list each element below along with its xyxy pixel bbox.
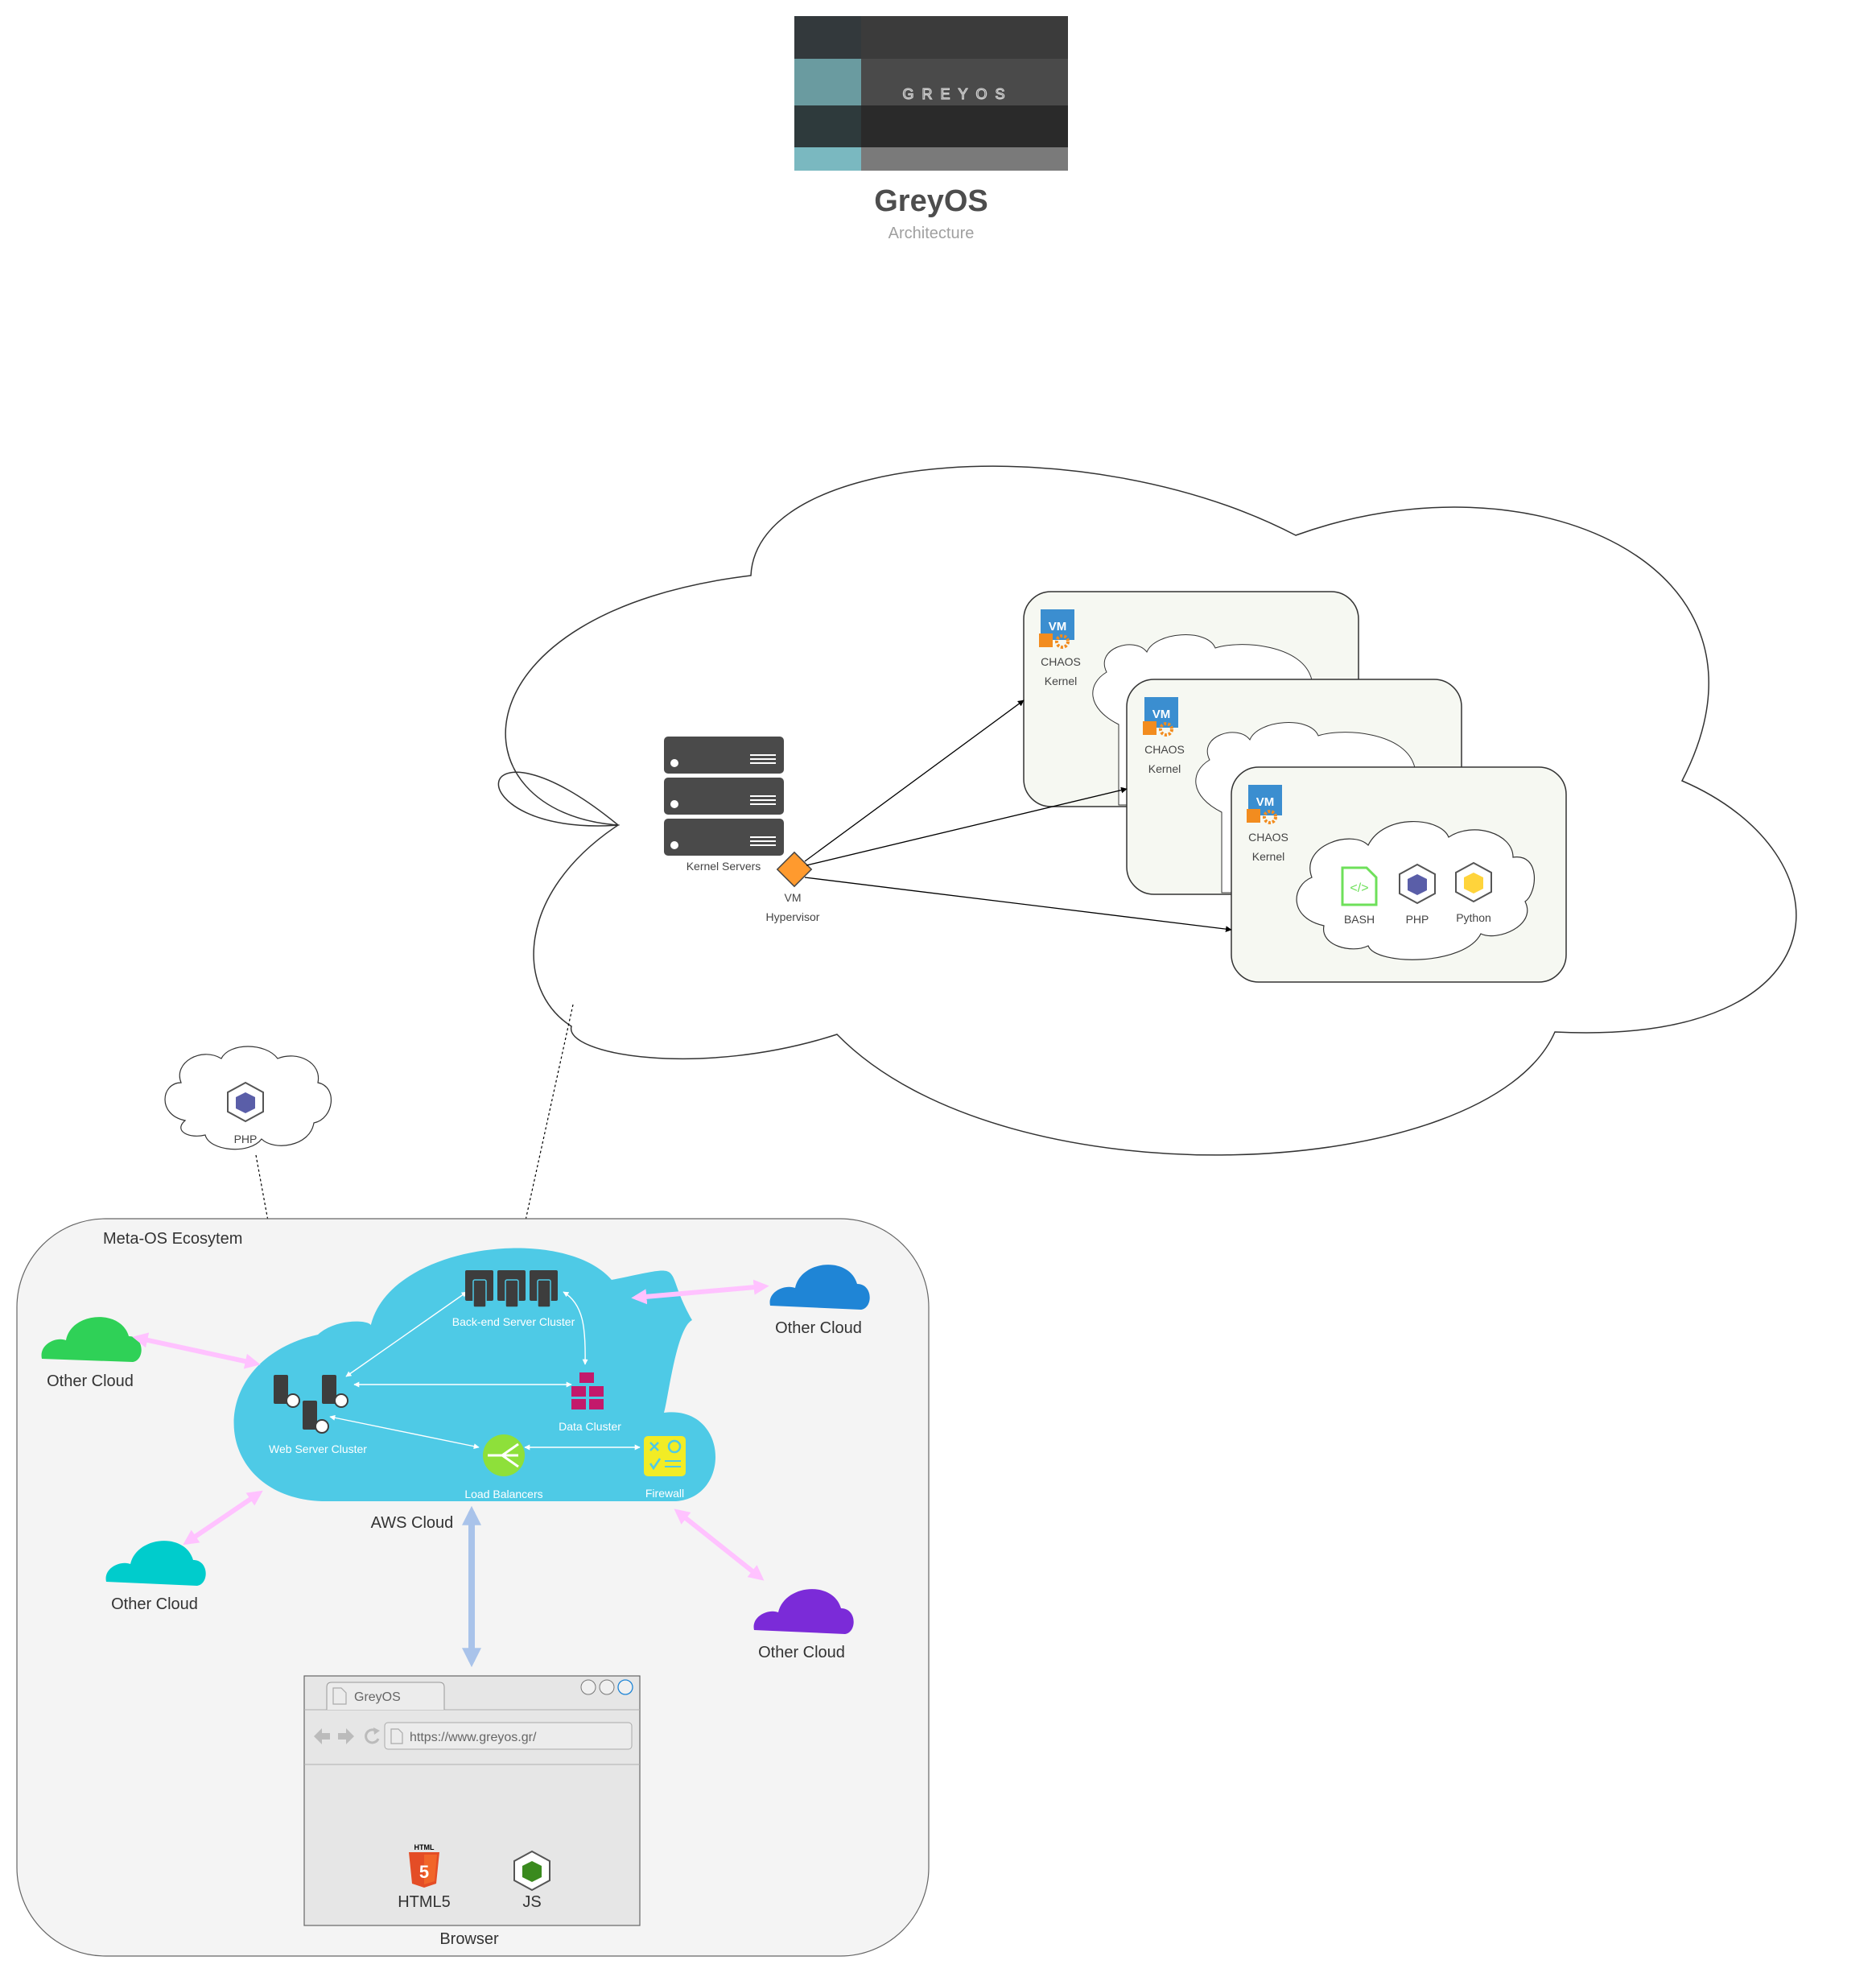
data-cluster-label: Data Cluster [559, 1420, 621, 1433]
svg-text:HTML: HTML [414, 1843, 435, 1851]
bash-label: BASH [1344, 913, 1375, 926]
page-subtitle: Architecture [889, 225, 975, 242]
greyos-logo: GREYOS [794, 16, 1068, 171]
forward-arrow-icon[interactable] [338, 1728, 354, 1744]
web-backend-arrow [345, 1291, 468, 1377]
browser-tab[interactable] [326, 1682, 445, 1710]
window-button-maximize[interactable] [599, 1679, 615, 1695]
ecosystem-title: Meta-OS Ecosytem [103, 1230, 242, 1248]
browser-tab-title: GreyOS [354, 1690, 401, 1704]
svg-text:5: 5 [419, 1862, 429, 1882]
vm-badge-icon: VM CHAOS Kernel [1247, 785, 1288, 863]
kernel-servers-icon [664, 737, 784, 856]
data-cluster-icon [571, 1372, 604, 1409]
other-cloud-green-label: Other Cloud [47, 1372, 134, 1390]
aws-cloud-label: AWS Cloud [371, 1514, 454, 1532]
browser-window [303, 1675, 641, 1926]
firewall-icon [644, 1436, 686, 1476]
address-bar[interactable] [384, 1722, 633, 1750]
vm-label-line1: CHAOS [1144, 743, 1185, 756]
address-page-icon [390, 1728, 403, 1744]
vm-gear-icon [1263, 810, 1277, 824]
other-cloud-green [41, 1317, 142, 1362]
back-arrow-icon[interactable] [314, 1728, 330, 1744]
backend-server-cluster-label: Back-end Server Cluster [452, 1315, 575, 1328]
vm-label-line2: Kernel [1252, 850, 1284, 863]
green-cloud-aws-connector [132, 1332, 261, 1369]
hypervisor-label-line1: VM [785, 891, 802, 904]
php-label: PHP [1406, 913, 1429, 926]
other-cloud-teal [105, 1541, 206, 1586]
other-cloud-purple-label: Other Cloud [758, 1644, 845, 1661]
other-cloud-purple [753, 1589, 854, 1634]
vm-badge-text: VM [1049, 620, 1067, 634]
html5-icon: HTML 5 [409, 1843, 439, 1888]
vm-alert-icon [1247, 809, 1260, 823]
web-server-cluster-label: Web Server Cluster [269, 1442, 367, 1455]
reload-icon[interactable] [365, 1727, 380, 1744]
js-label: JS [522, 1893, 541, 1911]
other-cloud-teal-label: Other Cloud [111, 1595, 198, 1613]
other-cloud-blue-label: Other Cloud [775, 1319, 862, 1337]
other-cloud-blue [769, 1265, 870, 1310]
hypervisor-label-line2: Hypervisor [766, 910, 820, 923]
vm-badge-text: VM [1256, 795, 1275, 809]
page-title: GreyOS [874, 184, 988, 218]
vm-badge-text: VM [1152, 708, 1171, 721]
svg-text:</>: </> [1350, 881, 1368, 895]
browser-caption: Browser [439, 1930, 499, 1948]
window-button-minimize[interactable] [580, 1679, 596, 1695]
vm-label-line1: CHAOS [1041, 655, 1081, 668]
teal-cloud-aws-connector [183, 1490, 263, 1546]
vm-label-line1: CHAOS [1248, 831, 1288, 844]
vm-alert-icon [1039, 634, 1053, 647]
php-cloud-label: PHP [234, 1133, 258, 1145]
html5-label: HTML5 [398, 1893, 451, 1911]
hypervisor-to-vm1-arrow [804, 700, 1025, 862]
blue-cloud-aws-connector [631, 1279, 769, 1305]
python-cube-icon [1455, 861, 1492, 903]
python-label: Python [1456, 911, 1491, 924]
purple-cloud-aws-connector [674, 1508, 765, 1581]
js-cube-icon [513, 1850, 550, 1892]
web-lb-arrow [329, 1414, 480, 1450]
address-url: https://www.greyos.gr/ [410, 1731, 537, 1744]
window-button-close[interactable] [617, 1679, 633, 1695]
bash-icon: </> [1341, 866, 1378, 906]
tab-page-icon [332, 1687, 347, 1705]
load-balancer-icon [483, 1434, 525, 1476]
logo-wordmark: GREYOS [902, 86, 1012, 102]
backend-server-cluster-icon [465, 1270, 558, 1308]
kernel-servers-label: Kernel Servers [686, 860, 761, 873]
vm-gear-icon [1055, 634, 1070, 649]
vm-badge-icon: VM CHAOS Kernel [1039, 609, 1081, 687]
php-cloud-cube-icon [227, 1081, 264, 1123]
vm-badge-icon: VM CHAOS Kernel [1143, 697, 1185, 775]
vm-alert-icon [1143, 721, 1157, 735]
hypervisor-to-vm3-arrow [804, 877, 1232, 933]
hypervisor-to-vm2-arrow [806, 786, 1128, 866]
vm-gear-icon [1159, 722, 1173, 737]
backend-data-arrow [563, 1291, 588, 1365]
web-server-cluster-icon [274, 1375, 348, 1434]
vm-label-line2: Kernel [1045, 675, 1077, 687]
firewall-label: Firewall [645, 1487, 684, 1500]
hypervisor-diamond-icon [776, 851, 813, 888]
vm-label-line2: Kernel [1148, 762, 1181, 775]
php-cube-icon [1399, 863, 1436, 905]
load-balancer-label: Load Balancers [464, 1488, 542, 1500]
kernel-cloud-connector [514, 1004, 574, 1269]
